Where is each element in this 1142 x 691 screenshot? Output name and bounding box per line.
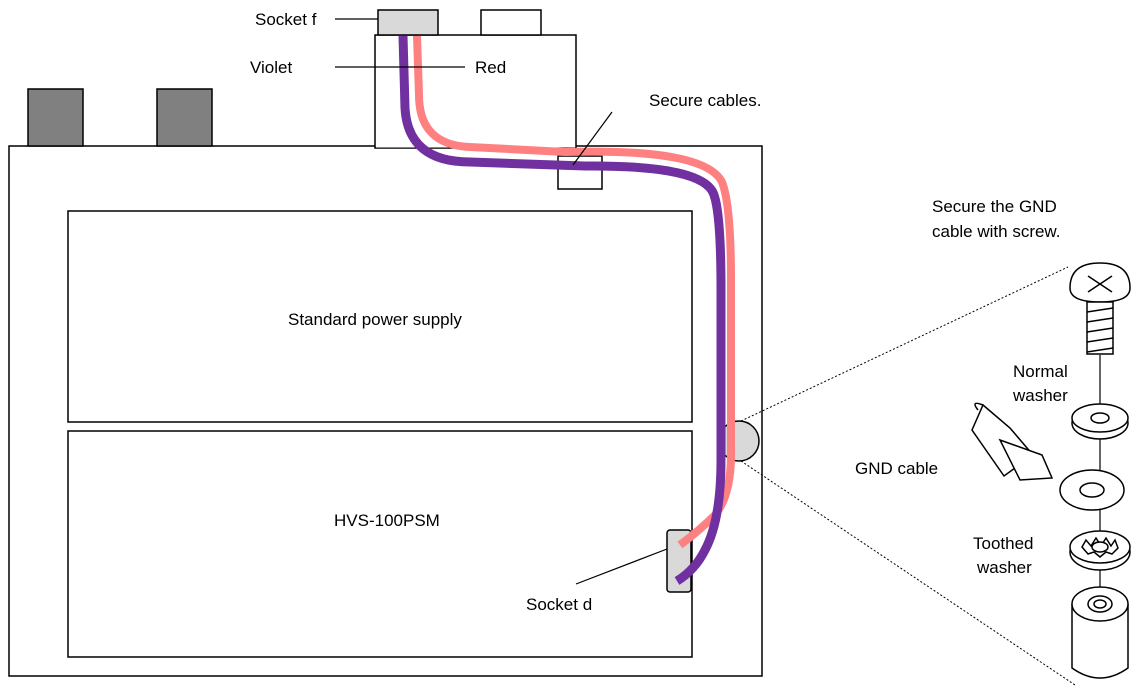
violet-label: Violet bbox=[250, 58, 292, 77]
zoom-line-bottom bbox=[740, 460, 1076, 686]
gnd-cable-icon bbox=[971, 402, 1125, 511]
socket-spare bbox=[480, 9, 542, 36]
grey-block-1 bbox=[27, 88, 84, 147]
socket-d-label: Socket d bbox=[526, 595, 592, 614]
hvs-module-panel bbox=[67, 430, 693, 658]
gnd-cable-label: GND cable bbox=[855, 459, 938, 478]
screw-icon bbox=[1069, 262, 1131, 355]
toothed-washer-label-line1: Toothed bbox=[973, 534, 1034, 553]
grey-block-2 bbox=[156, 88, 213, 147]
toothed-washer-label-line2: washer bbox=[976, 558, 1032, 577]
normal-washer-label-line1: Normal bbox=[1013, 362, 1068, 381]
secure-cables-leader bbox=[572, 111, 613, 166]
hvs-module-label: HVS-100PSM bbox=[334, 511, 440, 530]
secure-cables-label: Secure cables. bbox=[649, 91, 761, 110]
socket-d-leader bbox=[575, 548, 668, 585]
secure-gnd-label-line1: Secure the GND bbox=[932, 197, 1057, 216]
violet-cable bbox=[398, 35, 726, 585]
socket-f bbox=[377, 9, 439, 36]
normal-washer-icon bbox=[1071, 403, 1129, 440]
standard-power-supply-panel bbox=[67, 210, 693, 423]
normal-washer-label-line2: washer bbox=[1012, 386, 1068, 405]
socket-f-label: Socket f bbox=[255, 10, 317, 29]
zoom-line-top bbox=[740, 266, 1069, 422]
secure-gnd-label-line2: cable with screw. bbox=[932, 222, 1061, 241]
red-label: Red bbox=[475, 58, 506, 77]
toothed-washer-icon bbox=[1069, 530, 1131, 571]
standard-power-supply-label: Standard power supply bbox=[288, 310, 462, 329]
standoff-icon bbox=[1071, 586, 1129, 679]
